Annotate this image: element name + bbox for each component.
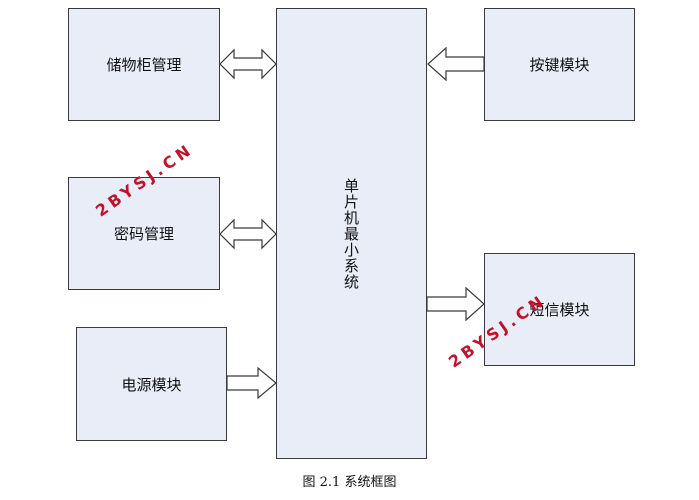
arrow-storage-double [219,48,277,80]
keypad-module-box: 按键模块 [484,8,635,121]
storage-cabinet-management-label: 储物柜管理 [106,56,182,74]
storage-cabinet-management-box: 储物柜管理 [68,8,220,121]
power-module-label: 电源模块 [121,375,182,394]
arrow-mcu-to-sms [426,286,485,322]
figure-caption: 图 2.1 系统框图 [302,475,397,490]
arrow-power-to-mcu [226,366,277,400]
sms-module-box: 短信模块 [484,253,635,366]
mcu-minimum-system-box [276,8,427,459]
password-management-box: 密码管理 [68,177,220,290]
arrow-keypad-to-mcu [427,46,485,82]
keypad-module-label: 按键模块 [529,56,590,74]
power-module-box: 电源模块 [76,327,227,441]
arrow-password-double [219,218,277,250]
sms-module-label: 短信模块 [529,301,590,319]
password-management-label: 密码管理 [113,225,174,243]
